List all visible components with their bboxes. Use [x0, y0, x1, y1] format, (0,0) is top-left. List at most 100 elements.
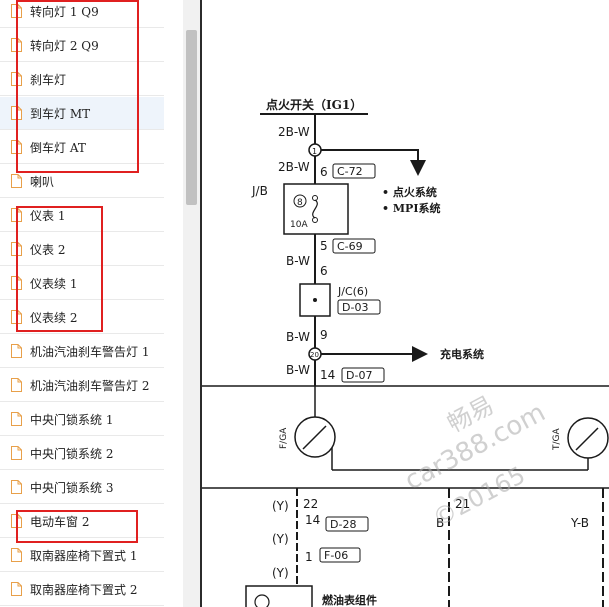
pin-14-top: 14 — [320, 368, 335, 382]
connector-c72-box — [332, 163, 376, 179]
document-icon — [11, 242, 22, 256]
sidebar-item-label: 刹车灯 — [30, 73, 67, 87]
sidebar-item-label: 取南器座椅下置式 1 — [30, 549, 138, 563]
sidebar-scrollbar[interactable] — [183, 0, 200, 607]
sidebar-item-label: 仪表 2 — [30, 243, 66, 257]
connector-f06: F-06 — [324, 549, 348, 562]
fuse-terminal-bottom — [312, 217, 318, 223]
sidebar-item-label: 仪表续 1 — [30, 277, 78, 291]
fuse-number: 8 — [297, 198, 303, 208]
temp-gauge-label: T/GA — [552, 427, 562, 451]
document-icon — [11, 378, 22, 392]
pin-14-low: 14 — [305, 513, 320, 527]
wire-label-y-1: (Y) — [272, 499, 289, 513]
document-icon — [11, 106, 22, 120]
connector-c72: C-72 — [337, 165, 363, 178]
sidebar-item-label: 机油汽油刹车警告灯 1 — [30, 345, 150, 359]
sidebar-item[interactable]: 中央门锁系统 3 — [0, 471, 164, 504]
document-icon — [11, 412, 22, 426]
sidebar-item-label: 电动车窗 2 — [30, 515, 90, 529]
sidebar-item[interactable]: 取南器座椅下置式 1 — [0, 539, 164, 572]
connector-d28: D-28 — [330, 518, 356, 531]
fuel-sender-icon — [254, 594, 270, 607]
document-icon — [11, 208, 22, 222]
document-icon — [11, 446, 22, 460]
sidebar-item[interactable]: 仪表 2 — [0, 233, 164, 266]
wire-label-2bw-a: 2B-W — [278, 125, 310, 139]
sidebar-item[interactable]: 仪表 1 — [0, 199, 164, 232]
wire-label-y-3: (Y) — [272, 566, 289, 580]
splice-node-20-label: 20 — [310, 351, 319, 359]
sidebar-item[interactable]: 转向灯 2 Q9 — [0, 29, 164, 62]
connector-d03: D-03 — [342, 301, 368, 314]
sidebar-item[interactable]: 中央门锁系统 1 — [0, 403, 164, 436]
wire-label-bw-1: B-W — [286, 254, 310, 268]
document-icon — [11, 4, 22, 18]
document-icon — [11, 582, 22, 596]
scrollbar-thumb[interactable] — [186, 30, 197, 205]
document-icon — [11, 72, 22, 86]
connector-c69-box — [332, 238, 376, 254]
document-icon — [11, 174, 22, 188]
sidebar-item[interactable]: 刹车灯 — [0, 63, 164, 96]
pin-9: 9 — [320, 328, 328, 342]
sidebar-item-label: 倒车灯 AT — [30, 141, 86, 155]
sidebar-item-label: 转向灯 1 Q9 — [30, 5, 99, 19]
fuse-ampere: 10A — [290, 220, 308, 230]
sidebar-item-label: 转向灯 2 Q9 — [30, 39, 99, 53]
sidebar-item[interactable]: 喇叭 — [0, 165, 164, 198]
pin-5: 5 — [320, 239, 328, 253]
connector-d28-box — [325, 516, 369, 532]
document-icon — [11, 140, 22, 154]
sidebar: 转向灯 1 Q9 转向灯 2 Q9 刹车灯到车灯 MT 倒车灯 AT 喇叭仪表 1 仪表 … — [0, 0, 184, 607]
fuel-gauge-assembly-label: 燃油表组件 — [321, 593, 377, 607]
sidebar-item[interactable]: 转向灯 1 Q9 — [0, 0, 164, 28]
connector-d07-box — [341, 367, 385, 383]
document-icon — [11, 514, 22, 528]
fuse-element — [312, 199, 318, 219]
jc-label: J/C(6) — [337, 285, 368, 298]
temp-gauge-needle — [575, 427, 599, 451]
document-icon — [11, 276, 22, 290]
sidebar-item[interactable]: 机油汽油刹车警告灯 1 — [0, 335, 164, 368]
sidebar-item[interactable]: 仪表续 2 — [0, 301, 164, 334]
pin-21: 21 — [455, 497, 470, 511]
wire-label-bw-2: B-W — [286, 330, 310, 344]
wire-label-b: B — [436, 516, 444, 530]
wiring-diagram-canvas: 点火开关（IG1） 2B-W 1 2B-W 6 C-72 • 点火系统 • MP… — [202, 97, 609, 607]
splice-node-1-label: 1 — [312, 147, 317, 156]
connector-f06-box — [319, 547, 361, 563]
document-icon — [11, 344, 22, 358]
document-icon — [11, 310, 22, 324]
pin-6-top: 6 — [320, 165, 328, 179]
sidebar-item-label: 喇叭 — [30, 175, 55, 189]
sidebar-item[interactable]: 到车灯 MT — [0, 97, 164, 130]
jb-label: J/B — [251, 184, 268, 198]
sidebar-item[interactable]: 机油汽油刹车警告灯 2 — [0, 369, 164, 402]
sidebar-item[interactable]: 取南器座椅下置式 2 — [0, 573, 164, 606]
pin-22: 22 — [303, 497, 318, 511]
document-icon — [11, 480, 22, 494]
sidebar-item-label: 机油汽油刹车警告灯 2 — [30, 379, 150, 393]
fuel-gauge-label: F/GA — [279, 427, 289, 449]
fuse-number-badge — [293, 194, 307, 208]
dest-charging-system: 充电系统 — [440, 347, 484, 361]
connector-c69: C-69 — [337, 240, 363, 253]
sidebar-item[interactable]: 仪表续 1 — [0, 267, 164, 300]
wire-label-2bw-b: 2B-W — [278, 160, 310, 174]
dest-mpi-system: • MPI系统 — [382, 201, 440, 215]
wiring-diagram: 点火开关（IG1） 2B-W 1 2B-W 6 C-72 • 点火系统 • MP… — [202, 0, 609, 607]
sidebar-item[interactable]: 电动车窗 2 — [0, 505, 164, 538]
sidebar-item[interactable]: 倒车灯 AT — [0, 131, 164, 164]
document-icon — [11, 38, 22, 52]
sidebar-item[interactable]: 中央门锁系统 2 — [0, 437, 164, 470]
wire-label-bw-3: B-W — [286, 363, 310, 377]
pin-6-mid: 6 — [320, 264, 328, 278]
sidebar-item-label: 中央门锁系统 2 — [30, 447, 114, 461]
ignition-label: 点火开关（IG1） — [266, 97, 362, 112]
wire-label-y-2: (Y) — [272, 532, 289, 546]
connector-d07: D-07 — [346, 369, 372, 382]
sidebar-item-label: 取南器座椅下置式 2 — [30, 583, 138, 597]
sidebar-item-label: 到车灯 MT — [30, 107, 91, 121]
pin-1: 1 — [305, 550, 313, 564]
